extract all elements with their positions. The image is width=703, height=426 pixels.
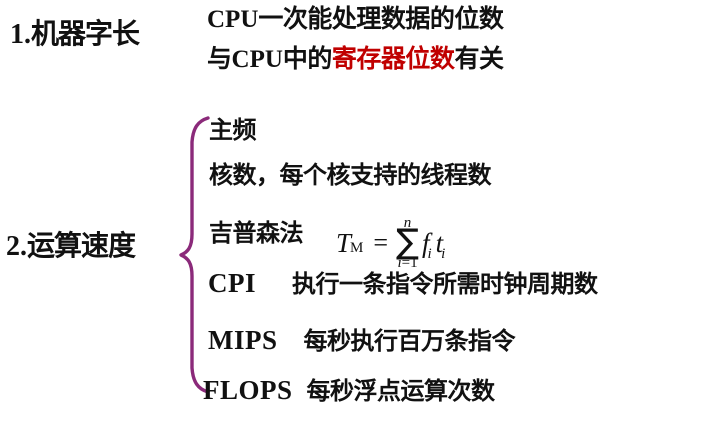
- section-2-number: 2.: [6, 231, 27, 262]
- formula-lhs-var: T: [336, 227, 352, 258]
- formula-term-2-subscript: i: [441, 245, 446, 262]
- speed-item-2: 核数，每个核支持的线程数: [209, 161, 492, 189]
- section-1-line-2-mid: 中的: [282, 44, 333, 73]
- section-1-line-1-acronym: CPU: [207, 6, 259, 33]
- formula-lower-eq: =: [401, 254, 411, 271]
- section-2-label: 2.运算速度: [6, 229, 136, 262]
- formula-term-1-subscript: i: [427, 245, 432, 262]
- speed-item-4: CPI 执行一条指令所需时钟周期数: [208, 270, 598, 297]
- formula-lower-value: 1: [410, 254, 418, 271]
- speed-item-6: FLOPS 每秒浮点运算次数: [203, 377, 495, 404]
- formula-summation: n ∑ i=1: [396, 216, 419, 271]
- speed-item-4-description: 执行一条指令所需时钟周期数: [292, 270, 598, 298]
- formula-equals: =: [373, 228, 389, 258]
- formula-term-2: ti: [435, 227, 448, 262]
- speed-item-3-label: 吉普森法: [209, 219, 304, 247]
- speed-item-3: 吉普森法: [209, 219, 304, 247]
- formula-term-2-var: t: [435, 227, 444, 258]
- formula-lhs-subscript: M: [350, 239, 364, 256]
- section-1-label: 1.机器字长: [10, 17, 140, 50]
- section-1-line-2-prefix: 与: [207, 44, 232, 73]
- section-1-highlight-text: 寄存器位数: [331, 44, 455, 73]
- section-1-line-2: 与CPU中的寄存器位数有关: [207, 44, 504, 73]
- section-1-title: 机器字长: [31, 17, 140, 50]
- section-2-title: 运算速度: [27, 229, 136, 262]
- curly-brace-icon: [179, 116, 210, 394]
- speed-item-6-acronym: FLOPS: [203, 375, 293, 405]
- speed-item-1: 主频: [209, 116, 257, 144]
- sigma-icon: ∑: [396, 222, 419, 262]
- section-1-number: 1.: [10, 19, 31, 50]
- speed-item-2-label: 核数，每个核支持的线程数: [209, 161, 492, 189]
- formula-term-1: fi: [421, 227, 434, 262]
- formula-upper-limit: n: [403, 215, 412, 231]
- formula-lower-limit: i=1: [397, 254, 418, 271]
- section-1-line-1-text: 一次能处理数据的位数: [258, 4, 504, 33]
- speed-item-4-acronym: CPI: [208, 268, 256, 298]
- section-1-line-2-suffix: 有关: [454, 44, 504, 73]
- section-1-line-2-acronym: CPU: [231, 46, 283, 73]
- formula-term-1-var: f: [421, 227, 430, 258]
- speed-item-1-label: 主频: [209, 116, 257, 144]
- section-1-line-1: CPU一次能处理数据的位数: [207, 4, 504, 33]
- speed-item-5: MIPS 每秒执行百万条指令: [208, 327, 515, 354]
- formula-lower-index: i: [397, 254, 402, 271]
- speed-item-5-acronym: MIPS: [208, 325, 278, 355]
- speed-item-6-description: 每秒浮点运算次数: [306, 377, 496, 405]
- speed-item-5-description: 每秒执行百万条指令: [303, 327, 516, 355]
